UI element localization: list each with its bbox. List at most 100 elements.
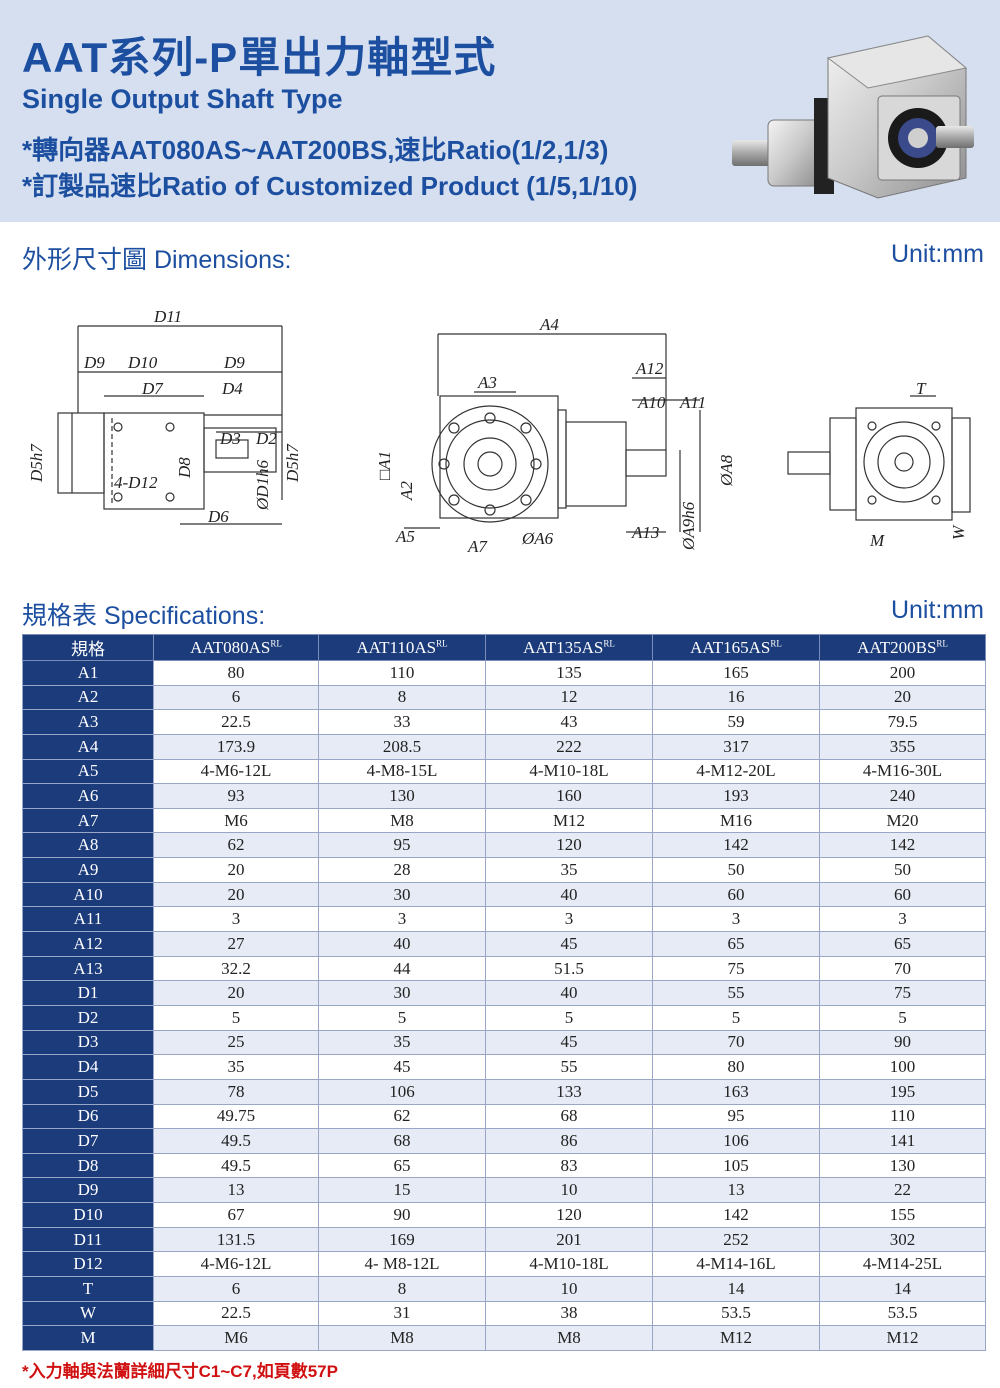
table-cell: M6 bbox=[153, 807, 319, 834]
table-cell: 3 bbox=[318, 906, 486, 933]
table-cell: 193 bbox=[652, 783, 820, 809]
footnote: *入力軸與法蘭詳細尺寸C1~C7,如頁數57P bbox=[22, 1362, 338, 1381]
label-a5: A5 bbox=[395, 527, 415, 546]
row-label: A6 bbox=[22, 783, 154, 809]
table-cell: 22.5 bbox=[153, 709, 319, 735]
table-cell: 8 bbox=[318, 684, 486, 711]
table-cell: M20 bbox=[819, 807, 986, 834]
table-cell: 16 bbox=[652, 684, 820, 711]
table-cell: M6 bbox=[153, 1325, 319, 1351]
table-cell: 51.5 bbox=[485, 955, 653, 982]
table-cell: 53.5 bbox=[819, 1300, 986, 1327]
table-cell: 130 bbox=[819, 1152, 986, 1179]
table-cell: 65 bbox=[652, 931, 820, 957]
table-cell: 70 bbox=[652, 1029, 820, 1056]
table-cell: 75 bbox=[819, 980, 986, 1006]
table-cell: 25 bbox=[153, 1029, 319, 1056]
table-cell: 35 bbox=[318, 1029, 486, 1056]
table-cell: 70 bbox=[819, 955, 986, 982]
table-cell: 31 bbox=[318, 1300, 486, 1327]
dimensions-title: 外形尺寸圖 Dimensions: bbox=[22, 246, 292, 274]
table-cell: 59 bbox=[652, 709, 820, 735]
row-label: A11 bbox=[22, 906, 154, 933]
table-cell: 4-M12-20L bbox=[652, 758, 820, 785]
table-cell: 30 bbox=[318, 980, 486, 1006]
header-banner: AAT系列-P單出力軸型式 Single Output Shaft Type *… bbox=[0, 0, 1000, 222]
row-label: D7 bbox=[22, 1128, 154, 1154]
table-cell: 4-M6-12L bbox=[153, 758, 319, 785]
table-cell: 13 bbox=[153, 1177, 319, 1204]
label-a4: A4 bbox=[539, 315, 559, 334]
table-cell: M16 bbox=[652, 807, 820, 834]
side-view-drawing bbox=[57, 325, 283, 525]
table-cell: 4-M16-30L bbox=[819, 758, 986, 785]
table-cell: 60 bbox=[819, 881, 986, 908]
table-cell: 86 bbox=[485, 1128, 653, 1154]
row-label: A8 bbox=[22, 832, 154, 859]
table-cell: 45 bbox=[318, 1054, 486, 1080]
table-cell: 173.9 bbox=[153, 733, 319, 760]
table-cell: 93 bbox=[153, 783, 319, 809]
table-cell: 79.5 bbox=[819, 709, 986, 735]
table-cell: 208.5 bbox=[318, 733, 486, 760]
table-cell: 142 bbox=[652, 1202, 820, 1228]
row-label: D9 bbox=[22, 1177, 154, 1204]
specs-title: 規格表 Specifications: bbox=[22, 602, 266, 630]
table-cell: 240 bbox=[819, 783, 986, 809]
table-cell: 20 bbox=[153, 980, 319, 1006]
front-view-drawing bbox=[404, 333, 701, 533]
header-model: AAT200BSRL bbox=[819, 634, 986, 661]
table-cell: 142 bbox=[819, 832, 986, 859]
label-d5-left: D5h7 bbox=[27, 443, 46, 483]
table-cell: 110 bbox=[819, 1103, 986, 1130]
table-cell: 10 bbox=[485, 1177, 653, 1204]
table-cell: 120 bbox=[485, 1202, 653, 1228]
table-cell: 43 bbox=[485, 709, 653, 735]
table-cell: 4-M10-18L bbox=[485, 758, 653, 785]
table-cell: 201 bbox=[485, 1226, 653, 1253]
table-cell: 45 bbox=[485, 1029, 653, 1056]
dimension-labels: D11 D9 D10 D9 D7 D4 D3 D2 D5h7 D5h7 D8 Ø… bbox=[27, 307, 968, 556]
table-header-row: 規格 AAT080ASRL AAT110ASRL AAT135ASRL AAT1… bbox=[22, 634, 986, 661]
table-cell: 4-M14-16L bbox=[652, 1251, 820, 1278]
table-cell: 12 bbox=[485, 684, 653, 711]
table-cell: 4-M6-12L bbox=[153, 1251, 319, 1278]
label-d3: D3 bbox=[219, 429, 241, 448]
table-cell: 49.5 bbox=[153, 1152, 319, 1179]
table-cell: 44 bbox=[318, 955, 486, 982]
label-a1: □A1 bbox=[375, 451, 394, 480]
label-a6: ØA6 bbox=[521, 529, 554, 548]
specs-unit: Unit:mm bbox=[890, 596, 984, 624]
specifications-table: 規格 AAT080ASRL AAT110ASRL AAT135ASRL AAT1… bbox=[22, 634, 986, 1351]
row-label: D6 bbox=[22, 1103, 154, 1130]
table-cell: 50 bbox=[819, 857, 986, 883]
row-label: D12 bbox=[22, 1251, 154, 1278]
table-cell: M12 bbox=[652, 1325, 820, 1351]
table-cell: 28 bbox=[318, 857, 486, 883]
table-cell: 35 bbox=[153, 1054, 319, 1080]
table-cell: 14 bbox=[819, 1276, 986, 1302]
label-d8: D8 bbox=[175, 457, 194, 479]
table-cell: 67 bbox=[153, 1202, 319, 1228]
table-cell: 302 bbox=[819, 1226, 986, 1253]
table-cell: 163 bbox=[652, 1078, 820, 1105]
table-cell: 40 bbox=[485, 881, 653, 908]
table-cell: 75 bbox=[652, 955, 820, 982]
table-cell: 195 bbox=[819, 1078, 986, 1105]
label-d6: D6 bbox=[207, 507, 229, 526]
row-label: D3 bbox=[22, 1029, 154, 1056]
table-cell: 110 bbox=[318, 660, 486, 686]
row-label: A1 bbox=[22, 660, 154, 686]
table-cell: 4- M8-12L bbox=[318, 1251, 486, 1278]
table-cell: 135 bbox=[485, 660, 653, 686]
